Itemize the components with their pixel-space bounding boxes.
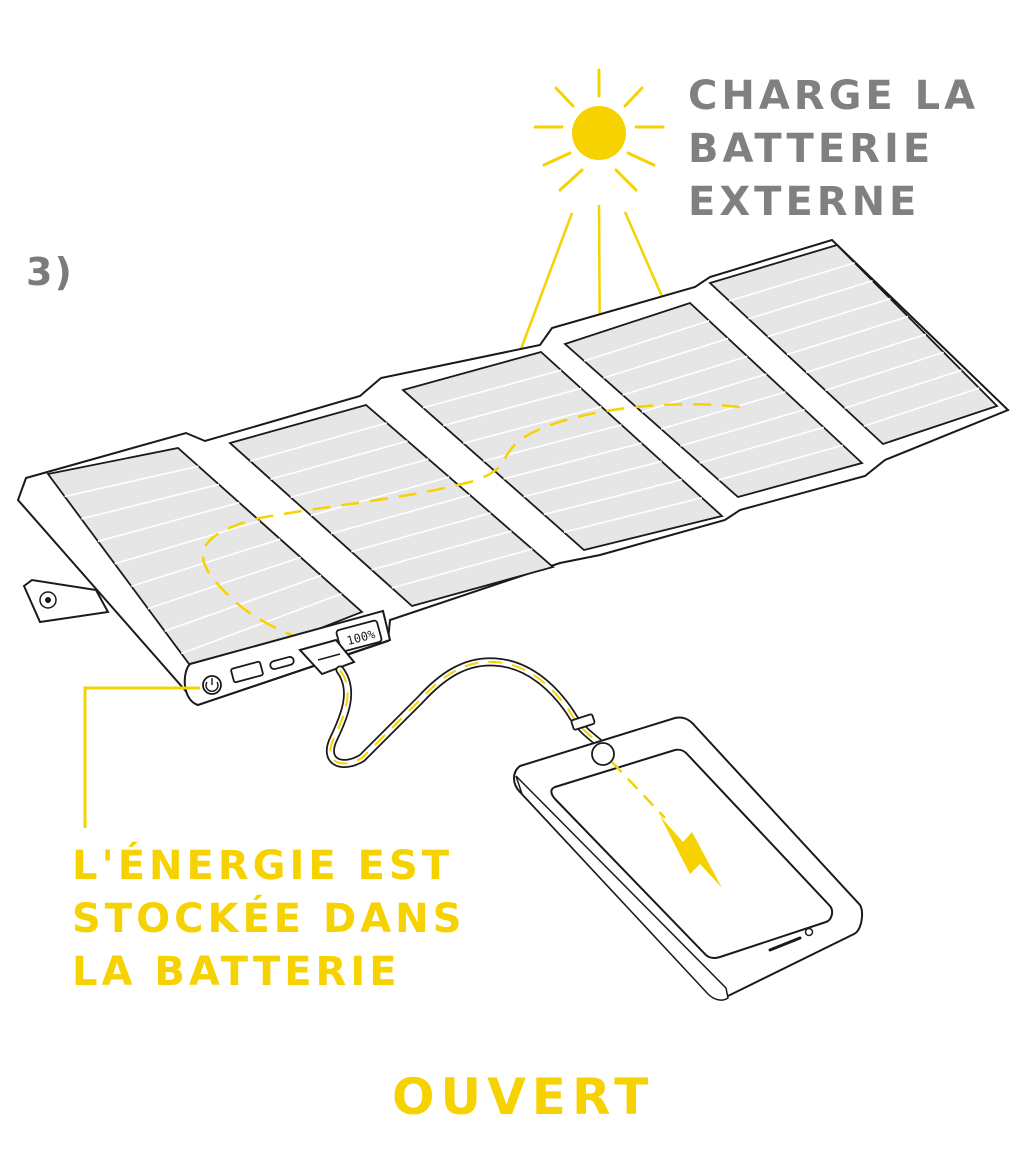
left-callout-line: L'ÉNERGIE EST xyxy=(72,843,454,889)
solar-cell-line xyxy=(391,548,533,589)
solar-cell-line xyxy=(805,333,927,374)
solar-cell-line xyxy=(844,369,962,409)
solar-cell-line xyxy=(64,465,199,498)
solar-cell-line xyxy=(310,476,450,517)
solar-cell-line xyxy=(463,405,602,445)
solar-cell-line xyxy=(503,442,642,480)
charging-cable xyxy=(325,657,603,768)
left-callout-line: STOCKÉE DANS xyxy=(72,896,466,942)
callout-pointer xyxy=(83,686,200,828)
top-callout-line: BATTERIE xyxy=(688,126,935,172)
power-bank: 100% xyxy=(183,609,392,707)
solar-cell-line xyxy=(97,501,240,543)
top-callout: CHARGE LA BATTERIE EXTERNE xyxy=(688,70,979,229)
step-number: 3) xyxy=(26,250,74,294)
solar-cell-line xyxy=(699,426,824,464)
solar-cell-line xyxy=(330,494,471,535)
solar-cell-line xyxy=(131,538,281,587)
solar-cell-line xyxy=(748,280,873,320)
solar-cell-line xyxy=(81,483,220,520)
solar-cell-line xyxy=(523,460,662,498)
solar-cell-line xyxy=(563,497,703,533)
solar-cell-line xyxy=(680,408,805,447)
usb-c-port-icon xyxy=(269,656,295,670)
smartphone xyxy=(513,713,863,1001)
solar-cell-line xyxy=(622,355,748,396)
solar-panels xyxy=(46,243,999,678)
left-callout: L'ÉNERGIE EST STOCKÉE DANS LA BATTERIE xyxy=(72,840,465,999)
sun-icon xyxy=(533,68,665,192)
mounting-tab xyxy=(22,578,110,624)
solar-cell-line xyxy=(351,512,491,553)
solar-cell-line xyxy=(583,320,710,362)
solar-cell-line xyxy=(641,373,767,413)
solar-cell-line xyxy=(114,520,261,565)
solar-cell-line xyxy=(181,593,342,655)
solar-cell-line xyxy=(825,351,944,392)
top-callout-line: CHARGE LA xyxy=(688,73,980,119)
solar-cell-line xyxy=(543,478,682,516)
solar-cell-line xyxy=(863,387,980,427)
solar-cell-line xyxy=(147,556,301,610)
battery-display xyxy=(335,619,383,653)
state-label: OUVERT xyxy=(392,1068,655,1126)
left-callout-line: LA BATTERIE xyxy=(72,949,401,995)
solar-cell-line xyxy=(786,315,909,356)
power-icon xyxy=(202,675,222,695)
top-callout-line: EXTERNE xyxy=(688,179,921,225)
solar-cell-line xyxy=(290,458,429,499)
lightning-icon xyxy=(660,816,722,888)
solar-cell-line xyxy=(250,422,387,462)
solar-cell-line xyxy=(767,297,891,338)
solar-cell-line xyxy=(728,262,856,302)
solar-cell-line xyxy=(164,574,322,632)
energy-flow-line xyxy=(201,403,741,646)
usb-port-icon xyxy=(230,660,264,684)
solar-cell-line xyxy=(422,369,562,409)
solar-cell-line xyxy=(443,387,582,427)
solar-cell-line xyxy=(270,440,408,480)
solar-cell-line xyxy=(660,391,786,430)
solar-cell-line xyxy=(718,444,844,481)
usb-plug xyxy=(298,638,356,676)
solar-cell-line xyxy=(371,530,512,571)
solar-cell-line xyxy=(603,337,729,379)
